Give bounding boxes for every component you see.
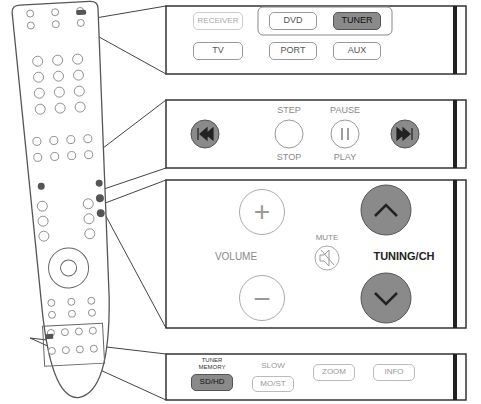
button-label: −	[253, 282, 271, 315]
function-button: SD/HD	[191, 374, 233, 391]
button-caption: MUTE	[316, 234, 339, 243]
function-button: ZOOM	[313, 364, 355, 381]
function-button: MO/ST	[252, 376, 294, 392]
button-label: ZOOM	[322, 368, 346, 377]
button-caption: VOLUME	[215, 251, 257, 262]
button-label: SD/HD	[200, 378, 225, 387]
volume-button: −	[239, 275, 285, 321]
button-label: INFO	[384, 368, 403, 377]
button-label: PORT	[281, 46, 306, 56]
button-caption: STEP	[277, 106, 301, 116]
button-label: RECEIVER	[198, 17, 239, 26]
button-caption: PLAY	[334, 153, 356, 163]
source-button: RECEIVER	[193, 12, 243, 30]
function-button: INFO	[373, 364, 415, 381]
button-caption: TUNER MEMORY	[194, 357, 230, 370]
button-caption: SLOW	[261, 362, 285, 371]
button-caption: TUNING/CH	[373, 250, 434, 262]
source-button: PORT	[269, 42, 317, 60]
source-button: TV	[193, 42, 243, 60]
button-label: TV	[212, 46, 224, 56]
button-label: +	[254, 197, 270, 228]
source-button: TUNER	[333, 12, 381, 30]
button-label: MO/ST	[260, 380, 285, 389]
volume-button: +	[239, 189, 285, 235]
button-label: TUNER	[342, 16, 373, 26]
button-caption: STOP	[277, 153, 301, 163]
button-caption: PAUSE	[330, 106, 360, 116]
source-button: DVD	[269, 12, 317, 30]
button-label: DVD	[283, 16, 302, 26]
source-button: AUX	[333, 42, 381, 60]
button-label: AUX	[348, 46, 367, 56]
